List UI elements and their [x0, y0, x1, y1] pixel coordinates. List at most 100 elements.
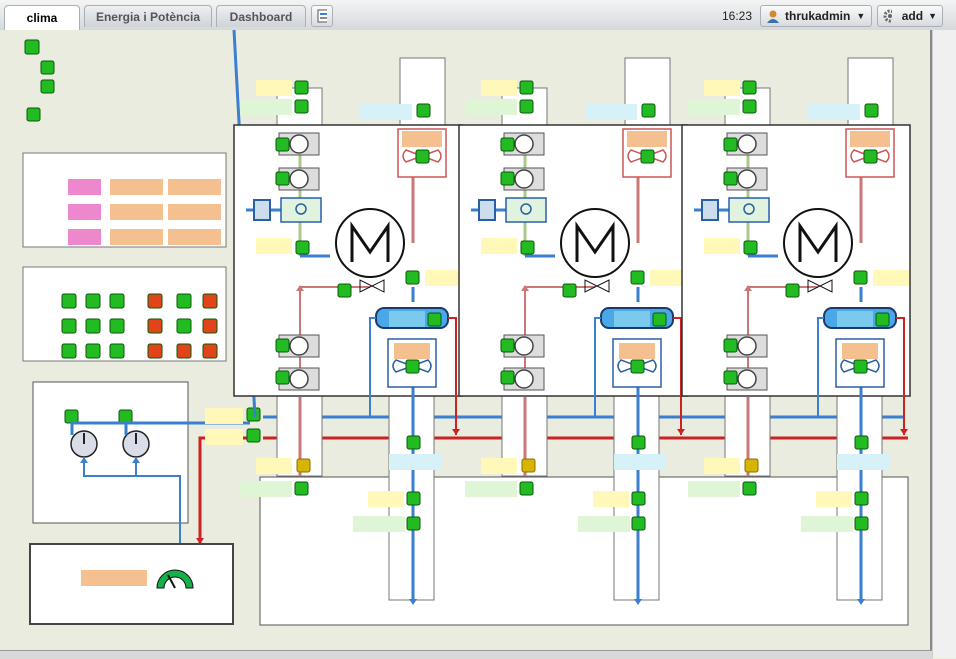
intake-humidity-led[interactable] — [294, 99, 309, 114]
exhaust-fan-led[interactable] — [863, 149, 878, 164]
intake-temp-led[interactable] — [519, 80, 534, 95]
filter-icon — [737, 369, 757, 389]
return-temp-warning-led[interactable] — [296, 458, 311, 473]
freecooling-status-led[interactable] — [202, 293, 218, 309]
exhaust-fan-led[interactable] — [640, 149, 655, 164]
alarm-filters-led[interactable] — [26, 107, 41, 122]
return-temp-warning-led[interactable] — [521, 458, 536, 473]
freecooling-status-led[interactable] — [147, 293, 163, 309]
pump2-led[interactable] — [118, 409, 133, 424]
room-humidity-led[interactable] — [631, 516, 646, 531]
filter-led[interactable] — [275, 370, 290, 385]
alarm-ucso4-led[interactable] — [40, 60, 55, 75]
room-temp-led[interactable] — [406, 491, 421, 506]
intake-temp-led[interactable] — [742, 80, 757, 95]
add-label: add — [901, 9, 924, 23]
return-humidity-led[interactable] — [519, 481, 534, 496]
freecooling-status-led[interactable] — [109, 343, 125, 359]
exhaust-pressure-led[interactable] — [416, 103, 431, 118]
add-dashboard-button[interactable] — [311, 5, 333, 27]
return-humidity-led[interactable] — [294, 481, 309, 496]
room-temp-led[interactable] — [854, 491, 869, 506]
supply-fan-led[interactable] — [630, 359, 645, 374]
after-fan-temp-led[interactable] — [520, 240, 535, 255]
freecooling-status-led[interactable] — [147, 318, 163, 334]
user-menu-button[interactable]: thrukadmin ▼ — [760, 5, 872, 27]
freecooling-status-led[interactable] — [202, 343, 218, 359]
supply-pressure-bg — [837, 454, 889, 470]
room-humidity-led[interactable] — [406, 516, 421, 531]
supply-pressure-led[interactable] — [406, 435, 421, 450]
bypass-led[interactable] — [785, 283, 800, 298]
freecooling-panel — [22, 266, 227, 362]
filter-led[interactable] — [723, 137, 738, 152]
exhaust-pressure-led[interactable] — [641, 103, 656, 118]
filter-led[interactable] — [275, 137, 290, 152]
freecooling-status-led[interactable] — [109, 318, 125, 334]
filter-led[interactable] — [723, 171, 738, 186]
filter-led[interactable] — [275, 338, 290, 353]
freecooling-status-led[interactable] — [61, 293, 77, 309]
filter-led[interactable] — [723, 338, 738, 353]
filter-led[interactable] — [723, 370, 738, 385]
coil-valve-led[interactable] — [427, 312, 442, 327]
filter-led[interactable] — [500, 370, 515, 385]
freecooling-status-led[interactable] — [109, 293, 125, 309]
alarm-ucso5-led[interactable] — [40, 79, 55, 94]
tab-dashboard[interactable]: Dashboard — [216, 5, 306, 27]
freecooling-status-led[interactable] — [85, 293, 101, 309]
filter-icon — [289, 169, 309, 189]
fan-icon — [617, 359, 657, 373]
freecooling-status-led[interactable] — [202, 318, 218, 334]
freecooling-status-led[interactable] — [176, 293, 192, 309]
pump1-led[interactable] — [64, 409, 79, 424]
arrow-icon — [409, 599, 417, 605]
supply-fan-led[interactable] — [405, 359, 420, 374]
add-menu-button[interactable]: add ▼ — [877, 5, 943, 27]
after-fan-temp-led[interactable] — [295, 240, 310, 255]
after-fan-temp-led[interactable] — [743, 240, 758, 255]
exhaust-pressure-led[interactable] — [864, 103, 879, 118]
freecooling-status-led[interactable] — [176, 343, 192, 359]
exhaust-pressure-bg — [360, 104, 412, 120]
tab-clima[interactable]: clima — [4, 5, 80, 30]
bypass-led[interactable] — [337, 283, 352, 298]
filter-led[interactable] — [275, 171, 290, 186]
fan-blade — [627, 149, 650, 163]
return-temp-warning-led[interactable] — [744, 458, 759, 473]
filter-led[interactable] — [500, 171, 515, 186]
supply-fan-led[interactable] — [853, 359, 868, 374]
freecooling-status-led[interactable] — [61, 318, 77, 334]
room-humidity-led[interactable] — [854, 516, 869, 531]
return-temp-led[interactable] — [246, 428, 261, 443]
sprinkler-head — [295, 203, 307, 215]
coil-temp-bg — [425, 270, 461, 286]
alarm-general-led[interactable] — [24, 39, 40, 55]
filter-led[interactable] — [500, 338, 515, 353]
freecooling-status-led[interactable] — [147, 343, 163, 359]
supply-pressure-led[interactable] — [631, 435, 646, 450]
room-temp-led[interactable] — [631, 491, 646, 506]
intake-temp-led[interactable] — [294, 80, 309, 95]
coil-valve-led[interactable] — [875, 312, 890, 327]
coil-temp-led[interactable] — [405, 270, 420, 285]
consigne-temp-bg — [68, 204, 101, 220]
tab-energia[interactable]: Energia i Potència — [84, 5, 212, 27]
filter-led[interactable] — [500, 137, 515, 152]
exhaust-fan-led[interactable] — [415, 149, 430, 164]
consigne-temp-bg — [68, 229, 101, 245]
coil-temp-led[interactable] — [630, 270, 645, 285]
intake-humidity-led[interactable] — [742, 99, 757, 114]
supply-pressure-led[interactable] — [854, 435, 869, 450]
coil-valve-led[interactable] — [652, 312, 667, 327]
bypass-led[interactable] — [562, 283, 577, 298]
return-humidity-led[interactable] — [742, 481, 757, 496]
freecooling-status-led[interactable] — [61, 343, 77, 359]
freecooling-status-led[interactable] — [85, 343, 101, 359]
freecooling-status-led[interactable] — [85, 318, 101, 334]
freecooling-status-led[interactable] — [176, 318, 192, 334]
scrollbar[interactable] — [932, 30, 956, 658]
fan-icon — [627, 149, 667, 163]
intake-humidity-led[interactable] — [519, 99, 534, 114]
coil-temp-led[interactable] — [853, 270, 868, 285]
